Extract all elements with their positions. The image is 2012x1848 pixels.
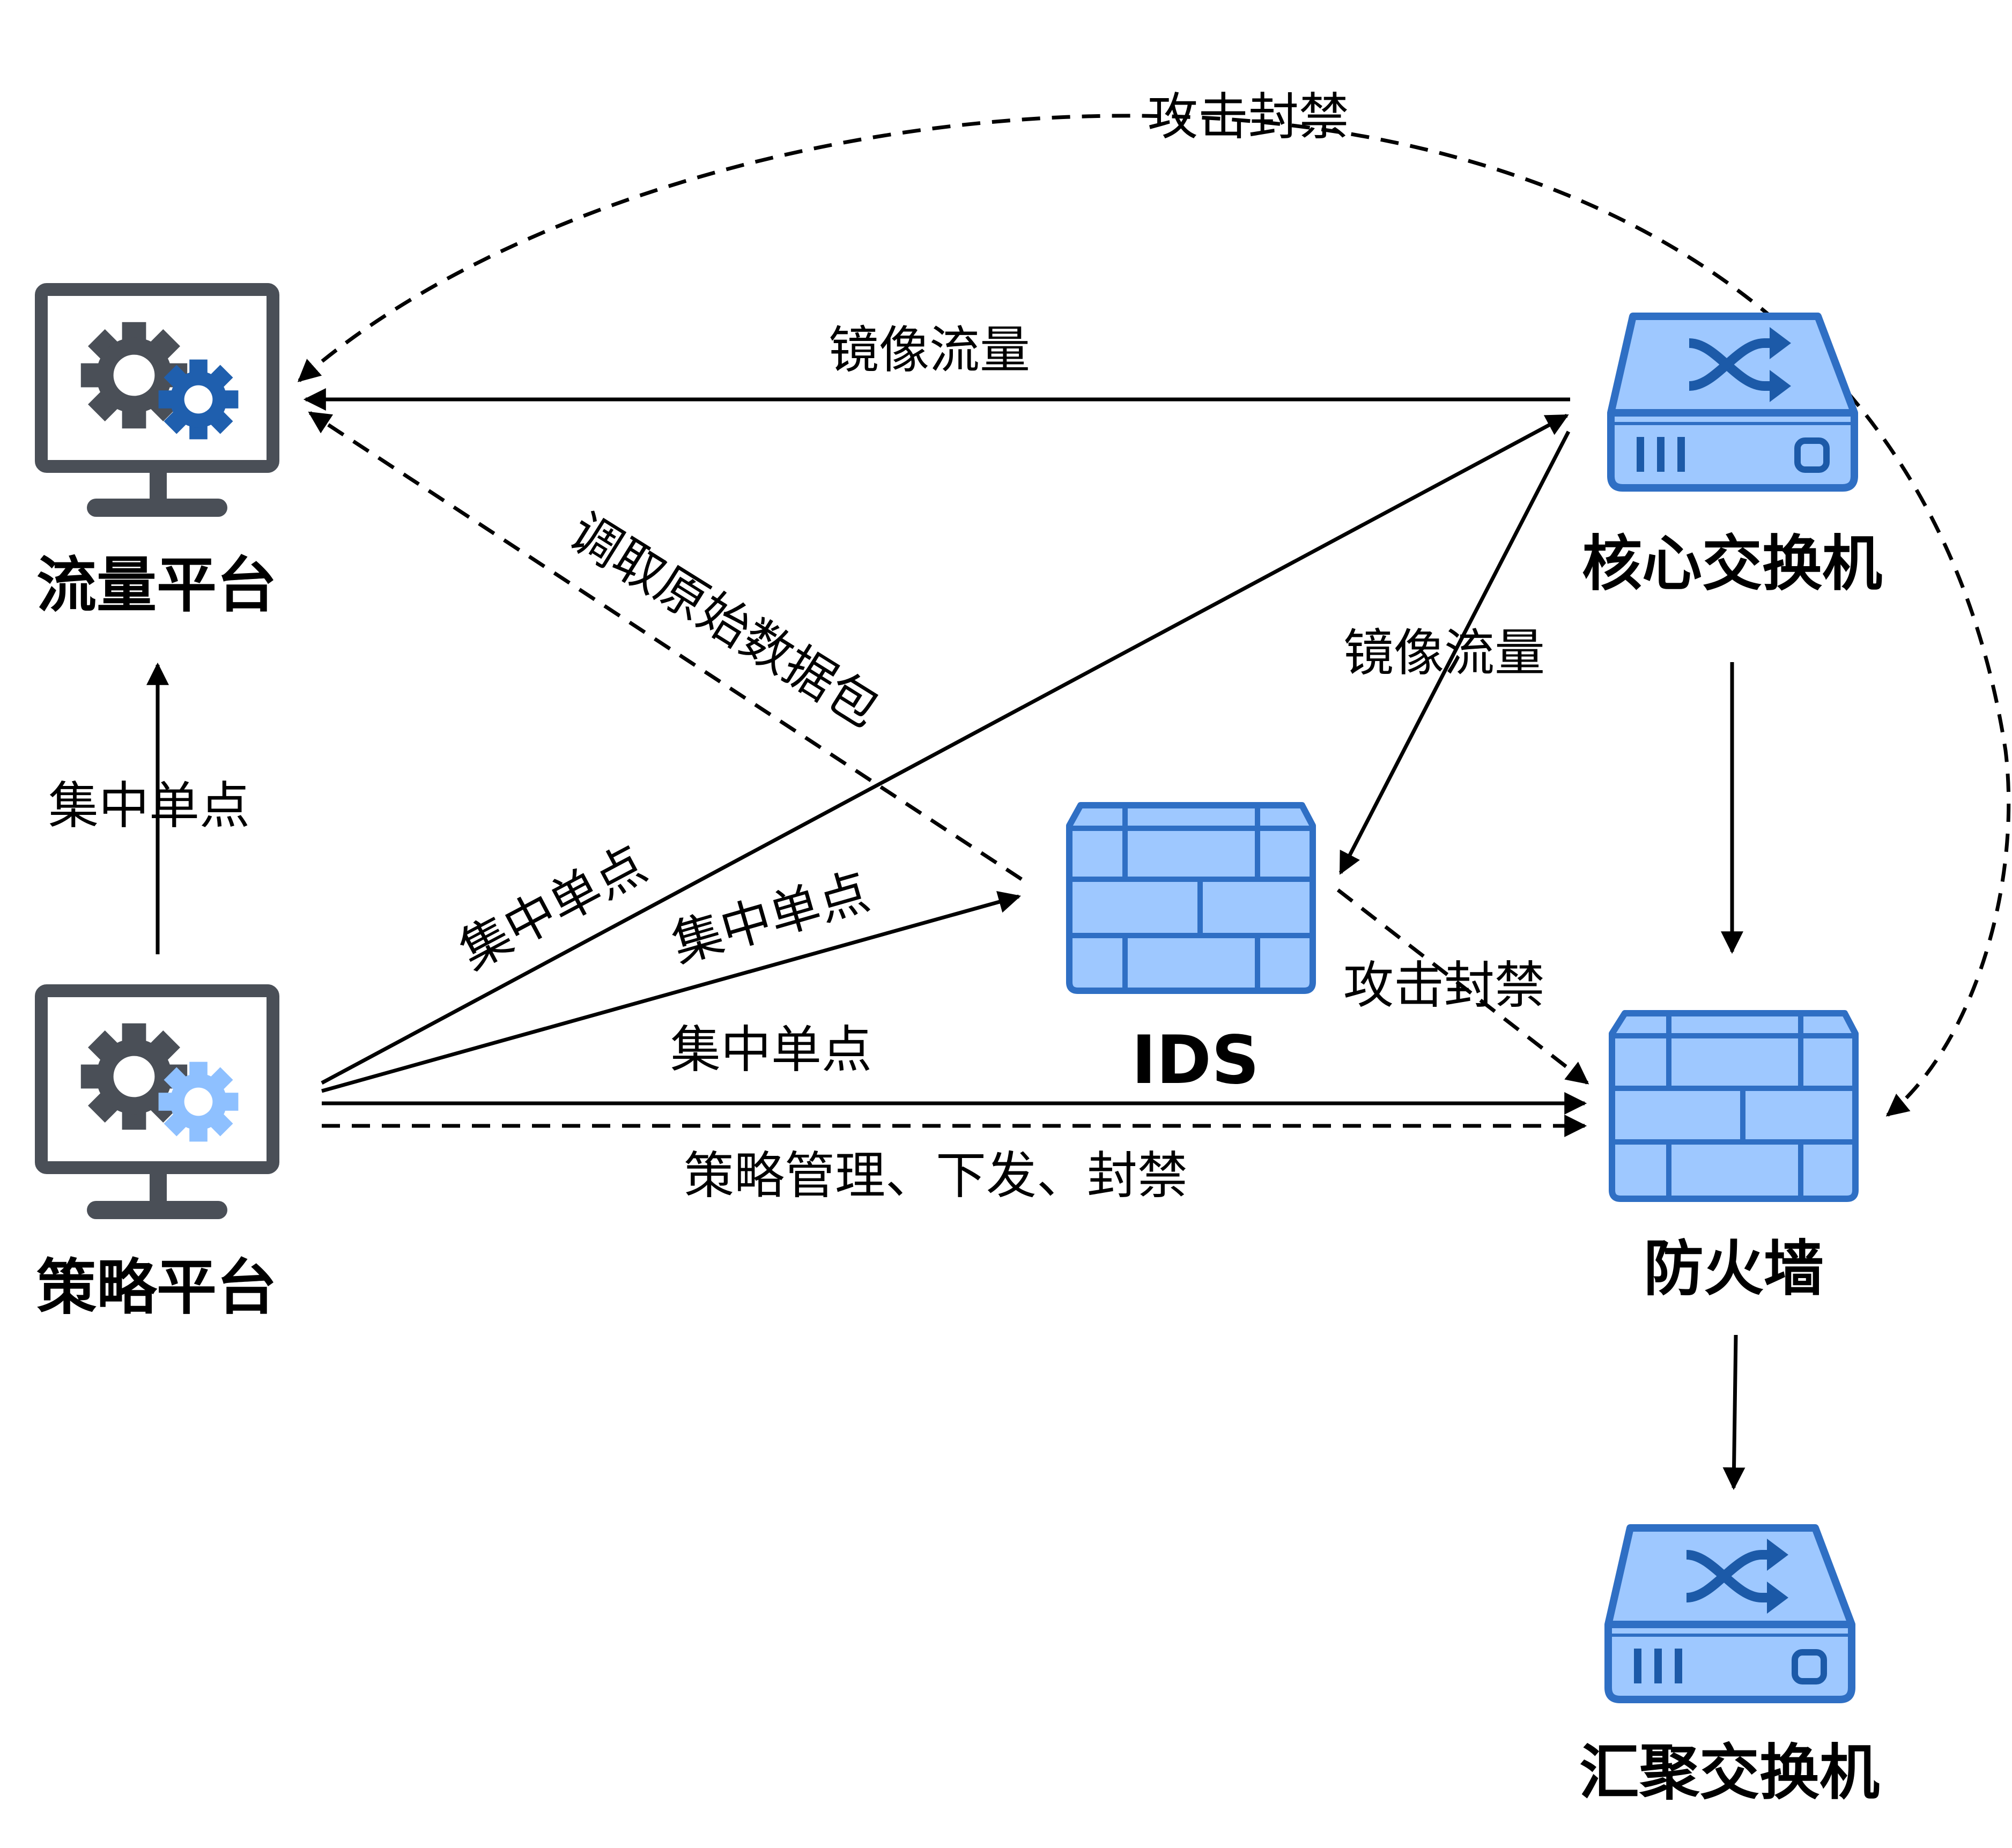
label-attack-block-top: 攻击封禁 bbox=[1148, 88, 1349, 146]
label-traffic-platform: 流量平台 bbox=[36, 551, 277, 620]
node-ids: IDS bbox=[1066, 802, 1316, 1099]
edge-fetch-raw-packets bbox=[308, 411, 1023, 881]
label-centralized-ids: 集中单点 bbox=[665, 863, 875, 974]
switch-icon bbox=[1604, 1524, 1855, 1703]
edge-centralized-ids bbox=[321, 890, 1022, 1093]
edge-firewall-to-aggregation bbox=[1722, 1334, 1745, 1490]
monitor-gears-icon bbox=[35, 283, 279, 517]
label-aggregation-switch: 汇聚交换机 bbox=[1579, 1738, 1880, 1808]
monitor-gears-icon bbox=[35, 984, 279, 1219]
label-core-switch: 核心交换机 bbox=[1582, 529, 1882, 599]
firewall-icon bbox=[1609, 1010, 1859, 1202]
switch-icon bbox=[1607, 313, 1858, 492]
label-mirror-traffic-top: 镜像流量 bbox=[829, 321, 1030, 380]
edge-attack-block-arc bbox=[297, 114, 2011, 1117]
node-firewall: 防火墙 bbox=[1609, 1010, 1859, 1304]
node-policy-platform: 策略平台 bbox=[35, 984, 279, 1323]
firewall-icon bbox=[1066, 802, 1316, 994]
label-fetch-raw-packets: 调取原始数据包 bbox=[559, 502, 890, 739]
edge-centralized-core bbox=[321, 413, 1569, 1085]
label-mirror-traffic-ids: 镜像流量 bbox=[1343, 624, 1545, 682]
label-attack-block-ids: 攻击封禁 bbox=[1343, 956, 1545, 1015]
label-centralized-up: 集中单点 bbox=[48, 777, 250, 835]
label-policy-management: 策略管理、下发、封禁 bbox=[684, 1147, 1188, 1205]
label-ids: IDS bbox=[1131, 1022, 1259, 1099]
node-core-switch: 核心交换机 bbox=[1582, 313, 1882, 599]
label-firewall: 防火墙 bbox=[1644, 1234, 1824, 1304]
edge-mirror-traffic-ids bbox=[1338, 431, 1571, 875]
edge-attack-block-ids bbox=[1336, 888, 1589, 1085]
label-policy-platform: 策略平台 bbox=[36, 1253, 277, 1323]
node-traffic-platform: 流量平台 bbox=[35, 283, 279, 620]
label-centralized-firewall: 集中单点 bbox=[670, 1021, 872, 1079]
node-aggregation-switch: 汇聚交换机 bbox=[1579, 1524, 1880, 1808]
